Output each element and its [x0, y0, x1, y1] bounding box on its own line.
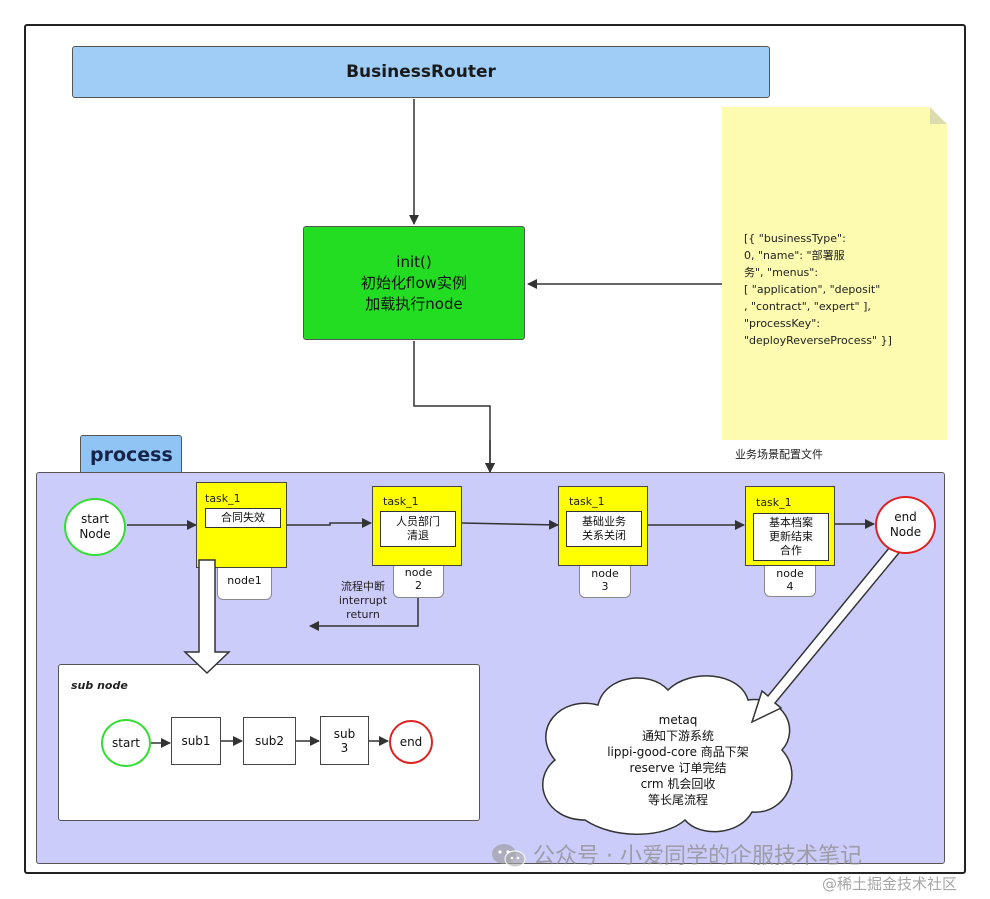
cloud-line: 通知下游系统	[641, 729, 714, 743]
init-box: init() 初始化flow实例 加载执行node	[303, 226, 525, 340]
watermark-main: 公众号 · 小爱同学的企服技术笔记	[533, 844, 862, 869]
sub-step-3: sub 3	[320, 716, 369, 765]
init-line-2: 初始化flow实例	[361, 273, 467, 292]
init-line-1: init()	[396, 252, 432, 271]
cloud-line: lippi-good-core 商品下架	[607, 745, 749, 759]
task-1: task_1 合同失效	[196, 482, 287, 568]
note-line: , "contract", "expert" ],	[744, 300, 871, 313]
task-1-text: 合同失效	[205, 508, 281, 528]
outer-frame	[24, 24, 966, 874]
business-router-label: BusinessRouter	[346, 62, 496, 82]
note-line: 务", "menus":	[744, 266, 819, 279]
arrow-init-to-process	[413, 341, 495, 473]
cloud-line: metaq	[658, 713, 698, 727]
end-node-line-1: end	[894, 510, 917, 524]
task-4: task_1 基本档案 更新结束 合作	[745, 486, 835, 566]
note-line: 0, "name": "部署服	[744, 249, 845, 262]
task-3-title: task_1	[569, 495, 605, 508]
end-node-line-2: Node	[889, 525, 922, 539]
sub-node-title: sub node	[71, 679, 128, 692]
task-4-title: task_1	[756, 496, 792, 509]
note-fold-corner	[930, 107, 947, 124]
sub-step-2: sub2	[243, 717, 296, 765]
wechat-icon	[492, 844, 526, 868]
interrupt-line-2: interrupt	[338, 594, 388, 607]
task-3: task_1 基础业务 关系关闭	[558, 486, 648, 566]
task-2-title: task_1	[383, 495, 419, 508]
process-tab: process	[80, 435, 182, 475]
sub-step-1: sub1	[171, 717, 221, 765]
config-note-text: [{ "businessType": 0, "name": "部署服 务", "…	[744, 230, 934, 349]
interrupt-label: 流程中断 interrupt return	[330, 580, 396, 622]
start-node: start Node	[64, 498, 126, 556]
note-line: "processKey":	[744, 317, 821, 330]
task-2: task_1 人员部门 清退	[372, 486, 462, 566]
cloud-text: metaq 通知下游系统 lippi-good-core 商品下架 reserv…	[578, 712, 778, 808]
task-1-title: task_1	[205, 492, 241, 505]
sub-start-node: start	[101, 719, 151, 767]
end-node: end Node	[875, 496, 936, 554]
config-note	[722, 107, 947, 440]
start-node-line-1: start	[81, 512, 109, 526]
business-router-box: BusinessRouter	[72, 46, 770, 98]
note-line: [ "application", "deposit"	[744, 283, 881, 296]
note-line: "deployReverseProcess" }]	[744, 334, 892, 347]
node-label-4: node 4	[764, 562, 816, 597]
sub-end-node: end	[389, 720, 433, 764]
task-2-text: 人员部门 清退	[380, 511, 456, 547]
cloud-line: crm 机会回收	[640, 777, 716, 791]
watermark-sub: @稀土掘金技术社区	[822, 875, 958, 893]
cloud-line: reserve 订单完结	[629, 761, 727, 775]
node-label-2: node 2	[393, 560, 444, 598]
task-4-text: 基本档案 更新结束 合作	[753, 513, 829, 561]
interrupt-line-1: 流程中断	[341, 580, 385, 593]
note-line: [{ "businessType":	[744, 232, 846, 245]
interrupt-line-3: return	[346, 608, 380, 621]
node-label-3: node 3	[579, 562, 631, 598]
init-line-3: 加载执行node	[365, 294, 463, 313]
start-node-line-2: Node	[79, 527, 111, 541]
cloud-line: 等长尾流程	[647, 793, 708, 807]
task-3-text: 基础业务 关系关闭	[566, 511, 642, 547]
config-note-caption: 业务场景配置文件	[735, 448, 823, 461]
